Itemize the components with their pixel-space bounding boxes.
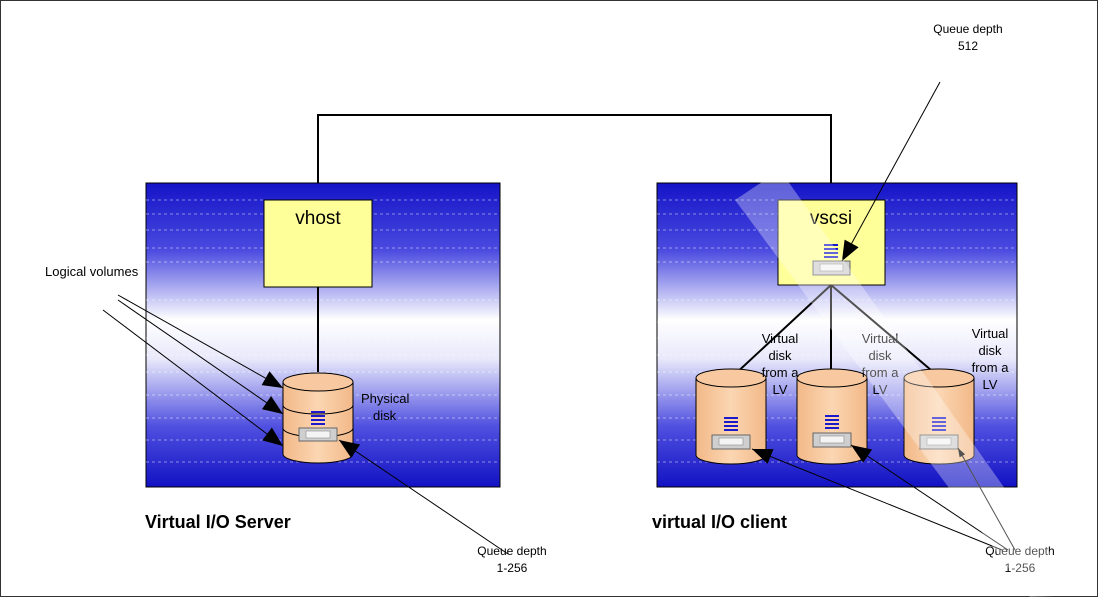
server-title: Virtual I/O Server bbox=[145, 512, 291, 532]
queue-depth-top-line1: Queue depth bbox=[933, 22, 1002, 36]
vdisk2-label-line2: disk bbox=[868, 348, 892, 363]
vdisk1-label-line3: from a bbox=[762, 365, 800, 380]
vdisk2-label-line3: from a bbox=[862, 365, 900, 380]
vdisk3-label-line1: Virtual bbox=[972, 326, 1009, 341]
queue-depth-left-arrow bbox=[338, 439, 509, 555]
vscsi-disk-lines bbox=[731, 284, 939, 378]
virtual-disk-1 bbox=[695, 368, 767, 465]
vdisk3-label-line2: disk bbox=[978, 343, 1002, 358]
physical-disk-label-line2: disk bbox=[373, 408, 397, 423]
physical-disk-label-line1: Physical bbox=[361, 391, 410, 406]
logical-volume-arrows bbox=[102, 294, 284, 447]
queue-depth-top-line2: 512 bbox=[958, 39, 978, 53]
virtual-disk-labels: Virtual disk from a LV Virtual disk from… bbox=[762, 326, 1010, 397]
watermark-band bbox=[735, 170, 1080, 597]
virtual-disk-2 bbox=[796, 368, 868, 465]
queue-depth-left-line2: 1-256 bbox=[497, 561, 528, 575]
queue-depth-top-arrow bbox=[841, 81, 941, 262]
physical-disk bbox=[282, 372, 354, 464]
queue-depth-left-line1: Queue depth bbox=[477, 544, 546, 558]
vdisk3-label-line3: from a bbox=[972, 360, 1010, 375]
vhost-label: vhost bbox=[295, 208, 341, 229]
vdisk2-label-line1: Virtual bbox=[862, 331, 899, 346]
client-title: virtual I/O client bbox=[652, 512, 787, 532]
virtual-disk-3 bbox=[903, 368, 975, 465]
queue-depth-right-line2: 1-256 bbox=[1005, 561, 1036, 575]
vhost-adapter bbox=[263, 199, 373, 288]
vdisk3-label-line4: LV bbox=[983, 377, 998, 392]
vdisk2-label-line4: LV bbox=[873, 382, 888, 397]
queue-depth-right-line1: Queue depth bbox=[985, 544, 1054, 558]
queue-depth-right-arrows bbox=[751, 444, 1016, 551]
vscsi-queue-icon bbox=[812, 244, 851, 276]
vdisk1-label-line4: LV bbox=[773, 382, 788, 397]
vdisk1-label-line2: disk bbox=[768, 348, 792, 363]
logical-volumes-label: Logical volumes bbox=[45, 264, 139, 279]
vdisk1-label-line1: Virtual bbox=[762, 331, 799, 346]
vscsi-label: vscsi bbox=[810, 208, 852, 229]
